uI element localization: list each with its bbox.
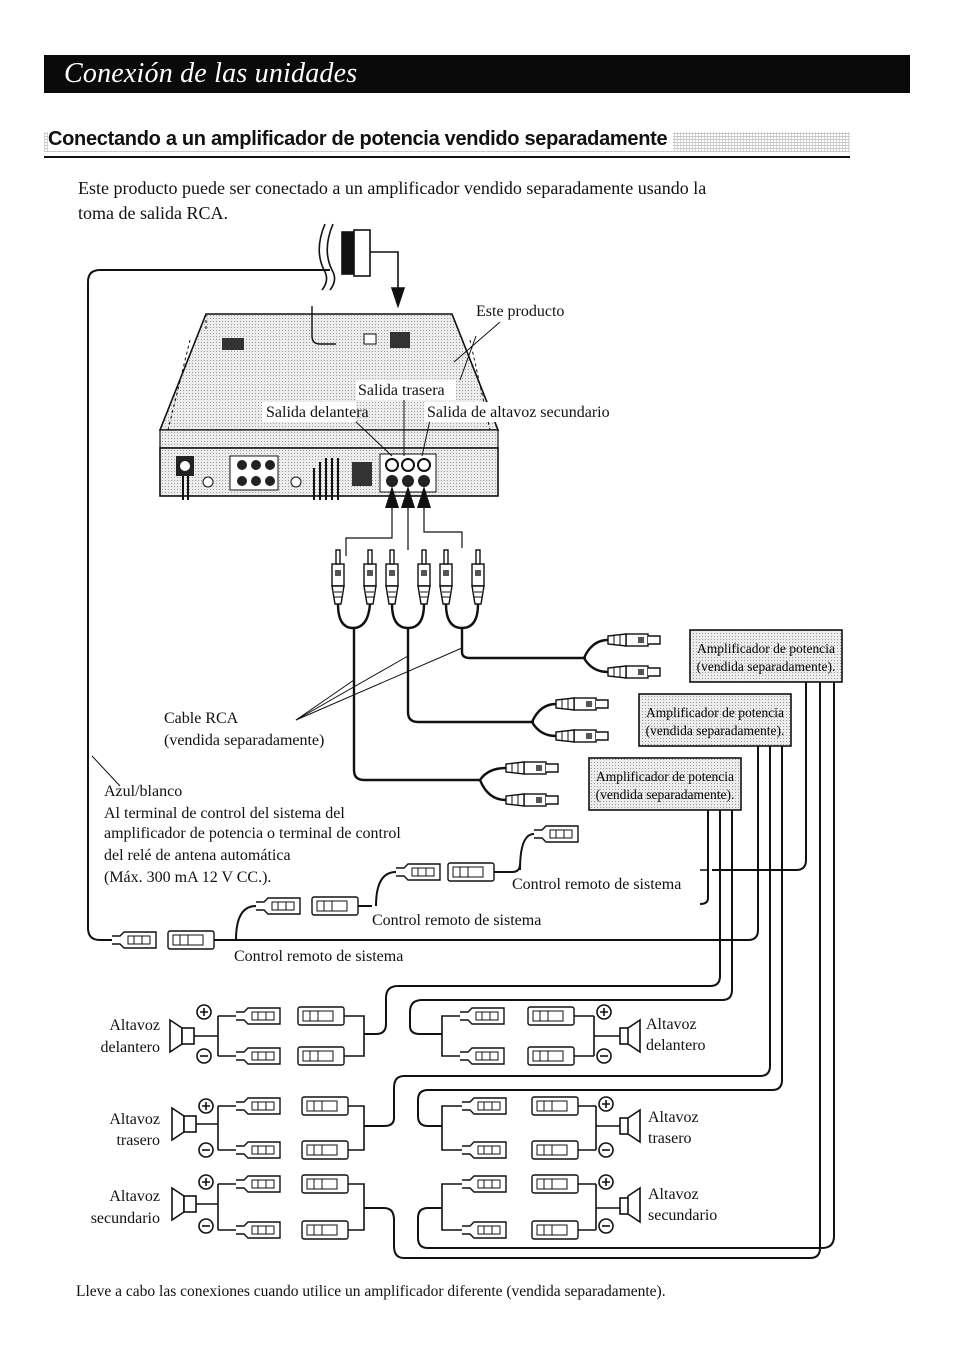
section-heading: Conectando a un amplificador de potencia…: [48, 128, 674, 151]
front-left-speaker-type: delantero: [100, 1039, 160, 1056]
front-right-speaker-type: delantero: [646, 1037, 706, 1054]
amplifier-3-label-1: Amplificador de potencia: [596, 769, 734, 784]
system-remote-connectors: [111, 825, 579, 950]
speaker-connectors-left: [235, 1006, 370, 1240]
front-output-label: Salida delantera: [266, 404, 369, 421]
blue-white-label-3: amplificador de potencia o terminal de c…: [104, 825, 401, 842]
system-remote-label-1: Control remoto de sistema: [512, 876, 681, 893]
amplifier-3-label-2: (vendida separadamente).: [596, 787, 735, 802]
amplifier-2-label-1: Amplificador de potencia: [646, 705, 784, 720]
intro-line-1: Este producto puede ser conectado a un a…: [78, 178, 707, 198]
sub-left-speaker-type: secundario: [91, 1210, 160, 1227]
speakers-right: [574, 1004, 641, 1234]
heading-rule: [44, 156, 850, 158]
rear-left-speaker-word: Altavoz: [109, 1111, 160, 1128]
amplifier-1-label-2: (vendida separadamente).: [697, 659, 836, 674]
sub-output-label: Salida de altavoz secundario: [427, 404, 610, 421]
blue-white-label-4: del relé de antena automática: [104, 847, 291, 864]
sub-right-speaker-type: secundario: [648, 1207, 717, 1224]
front-left-speaker-word: Altavoz: [109, 1017, 160, 1034]
sub-right-speaker-word: Altavoz: [648, 1186, 699, 1203]
blue-white-label-5: (Máx. 300 mA 12 V CC.).: [104, 869, 271, 886]
system-remote-label-2: Control remoto de sistema: [372, 912, 541, 929]
amplifier-2: Amplificador de potencia (vendida separa…: [638, 693, 792, 747]
sub-left-speaker-word: Altavoz: [109, 1188, 160, 1205]
rca-plug-row: [331, 549, 485, 605]
blue-white-label-1: Azul/blanco: [104, 783, 182, 800]
unit-label: Este producto: [476, 303, 564, 320]
rear-left-speaker-type: trasero: [116, 1132, 160, 1149]
rca-cable-label: Cable RCA: [164, 710, 239, 727]
intro-line-2: toma de salida RCA.: [78, 203, 228, 223]
amplifier-2-label-2: (vendida separadamente).: [646, 723, 785, 738]
amplifier-1: Amplificador de potencia (vendida separa…: [689, 629, 843, 683]
system-remote-label-3: Control remoto de sistema: [234, 948, 403, 965]
rca-cable-sublabel: (vendida separadamente): [164, 732, 324, 749]
callout-lines: [353, 321, 501, 457]
intro-paragraph: Este producto puede ser conectado a un a…: [78, 176, 838, 226]
rear-right-speaker-type: trasero: [648, 1130, 692, 1147]
title-banner: Conexión de las unidades: [44, 55, 910, 93]
page-title: Conexión de las unidades: [64, 58, 358, 89]
rca-arrows: [385, 486, 431, 508]
amplifier-wires: [232, 682, 835, 1259]
speakers-left: [169, 1004, 236, 1234]
rear-right-speaker-word: Altavoz: [648, 1109, 699, 1126]
speaker-connectors-right: [441, 1006, 579, 1240]
rear-output-label: Salida trasera: [358, 382, 445, 399]
footer-note: Lleve a cabo las conexiones cuando utili…: [76, 1283, 666, 1300]
y-splitters: [478, 638, 609, 802]
blue-white-label-2: Al terminal de control del sistema del: [104, 805, 345, 822]
front-right-speaker-word: Altavoz: [646, 1016, 697, 1033]
head-unit: [158, 306, 500, 500]
harness-connector: [318, 223, 406, 309]
amplifier-1-label-1: Amplificador de potencia: [697, 641, 835, 656]
blue-white-wire: [87, 269, 330, 941]
amplifier-3: Amplificador de potencia (vendida separa…: [588, 757, 742, 811]
section-heading-bar: Conectando a un amplificador de potencia…: [44, 126, 850, 158]
